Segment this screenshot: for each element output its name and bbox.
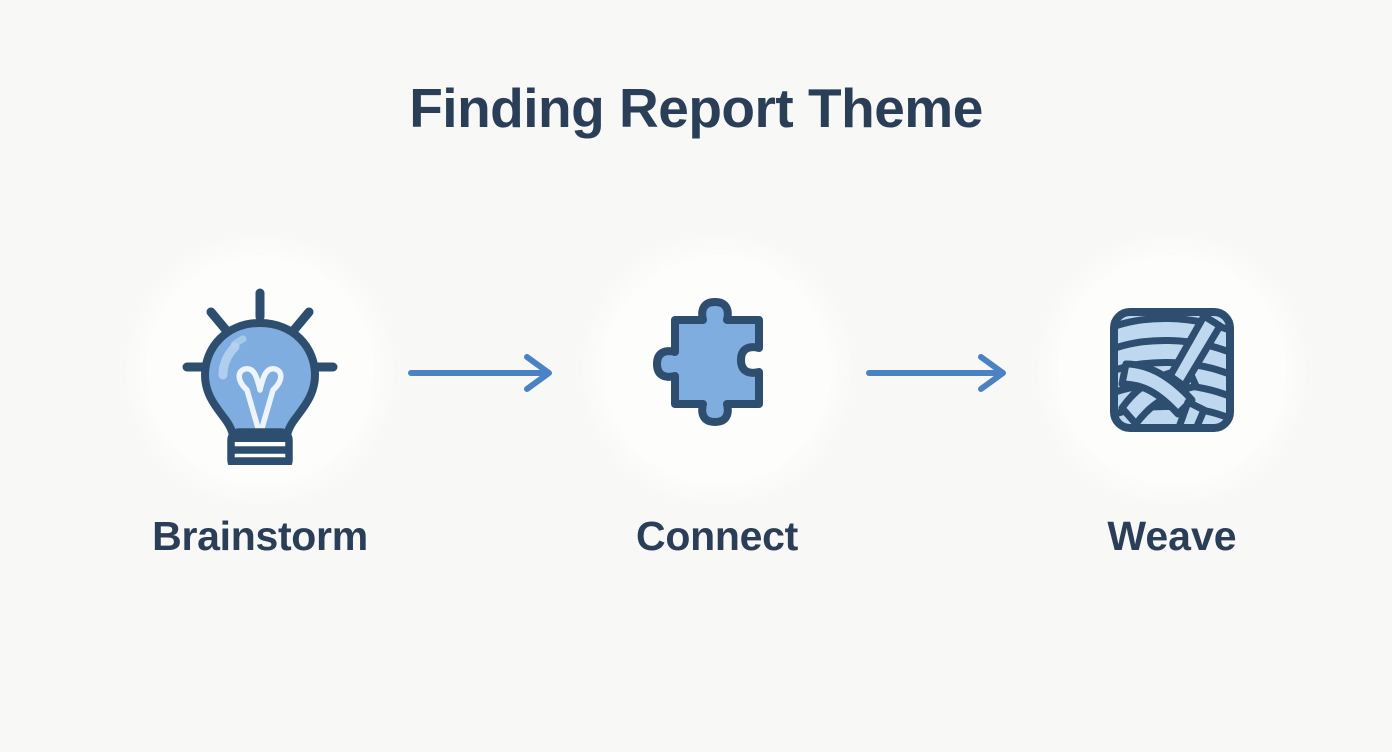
- arrow-right-icon-1: [408, 353, 558, 393]
- flow-step-connect: Connect: [567, 255, 867, 560]
- icon-circle-brainstorm: [145, 255, 375, 485]
- flow-step-brainstorm: Brainstorm: [110, 255, 410, 560]
- flow-step-weave: Weave: [1022, 255, 1322, 560]
- lightbulb-icon: [165, 275, 355, 465]
- woven-yarn-icon: [1092, 290, 1252, 450]
- page-title: Finding Report Theme: [409, 77, 983, 139]
- flow-step-label-connect: Connect: [636, 513, 798, 559]
- arrow-right-icon-2: [866, 353, 1012, 393]
- icon-circle-connect: [602, 255, 832, 485]
- icon-circle-weave: [1057, 255, 1287, 485]
- flow-step-label-weave: Weave: [1107, 513, 1237, 559]
- process-flow: Brainstorm Connect: [0, 255, 1392, 585]
- puzzle-piece-icon: [627, 280, 807, 460]
- flow-step-label-brainstorm: Brainstorm: [152, 513, 368, 559]
